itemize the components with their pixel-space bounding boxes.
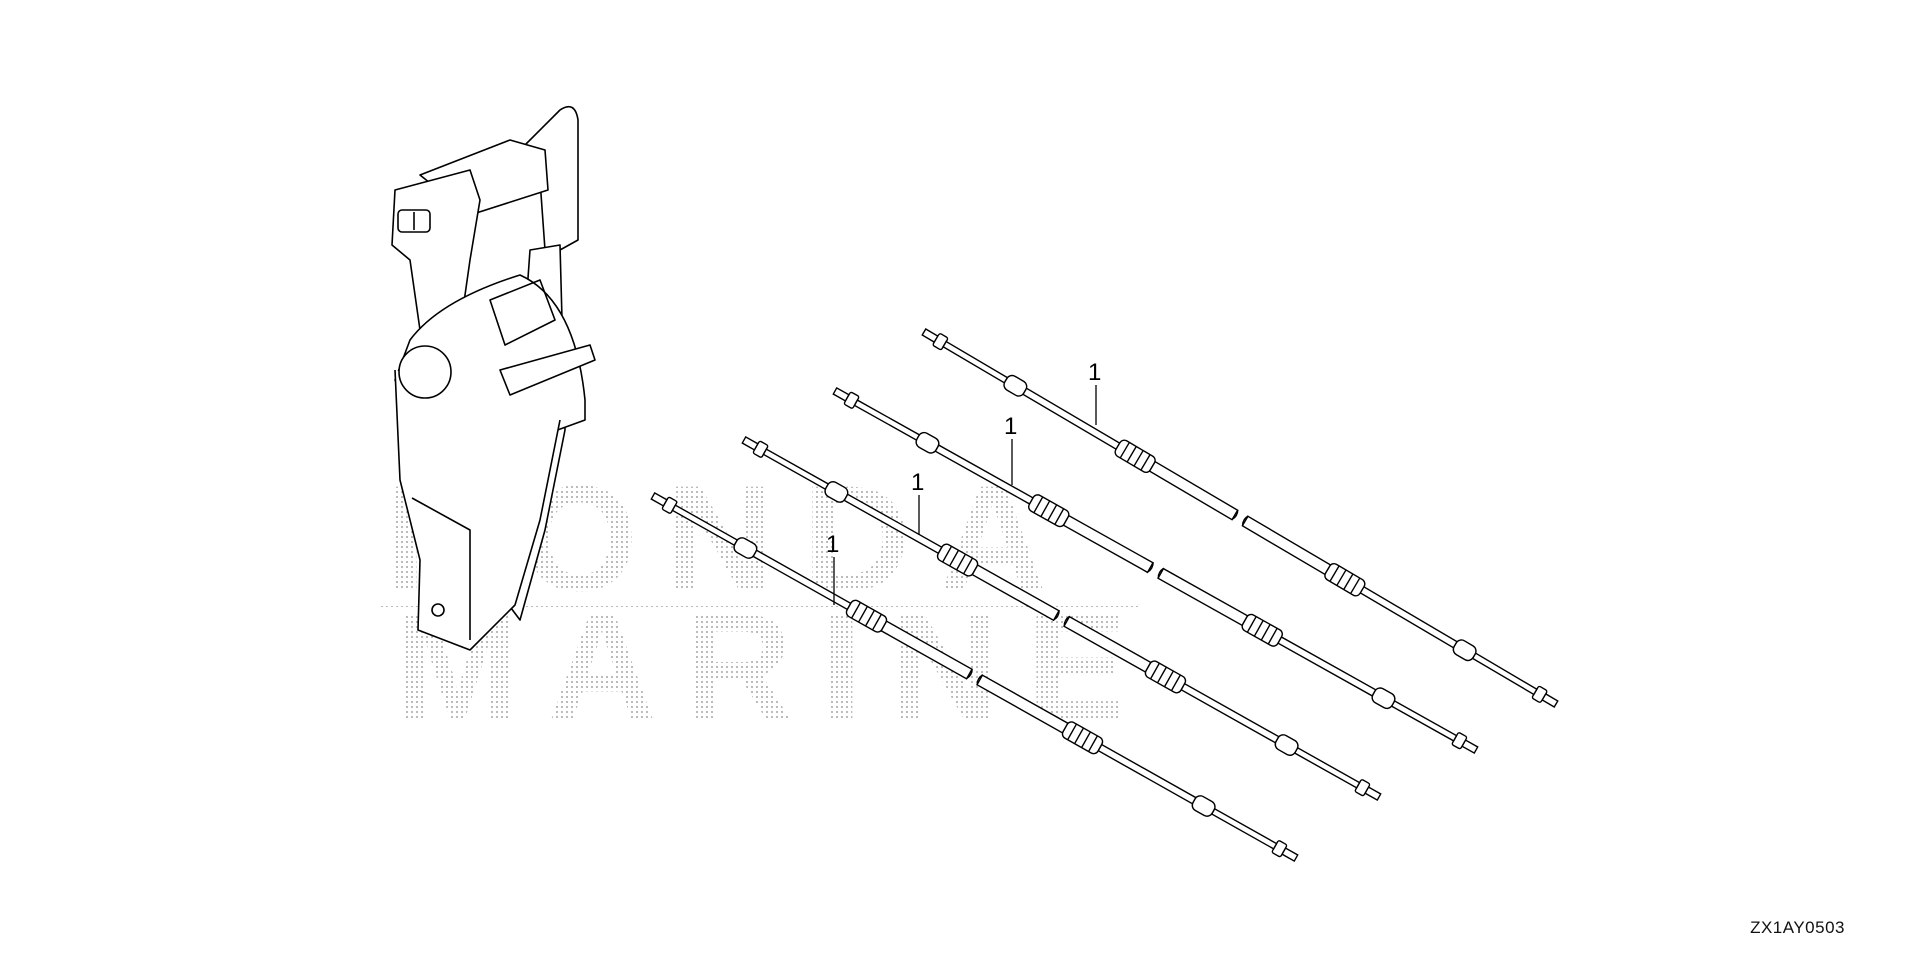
callout-label: 1 bbox=[911, 469, 924, 496]
control-cable bbox=[741, 435, 1382, 802]
control-cable bbox=[650, 491, 1299, 863]
callout-cable-1: 1 bbox=[1088, 359, 1101, 425]
remote-control-box bbox=[391, 105, 596, 651]
control-cable bbox=[921, 328, 1559, 708]
callout-cable-2: 1 bbox=[1004, 413, 1017, 485]
control-cable bbox=[832, 386, 1479, 755]
callout-cable-3: 1 bbox=[911, 469, 924, 535]
callout-label: 1 bbox=[1004, 413, 1017, 440]
cables bbox=[650, 328, 1559, 863]
callout-label: 1 bbox=[826, 531, 839, 558]
callout-cable-4: 1 bbox=[826, 531, 839, 605]
callout-label: 1 bbox=[1088, 359, 1101, 386]
diagram-code: ZX1AY0503 bbox=[1750, 918, 1845, 937]
